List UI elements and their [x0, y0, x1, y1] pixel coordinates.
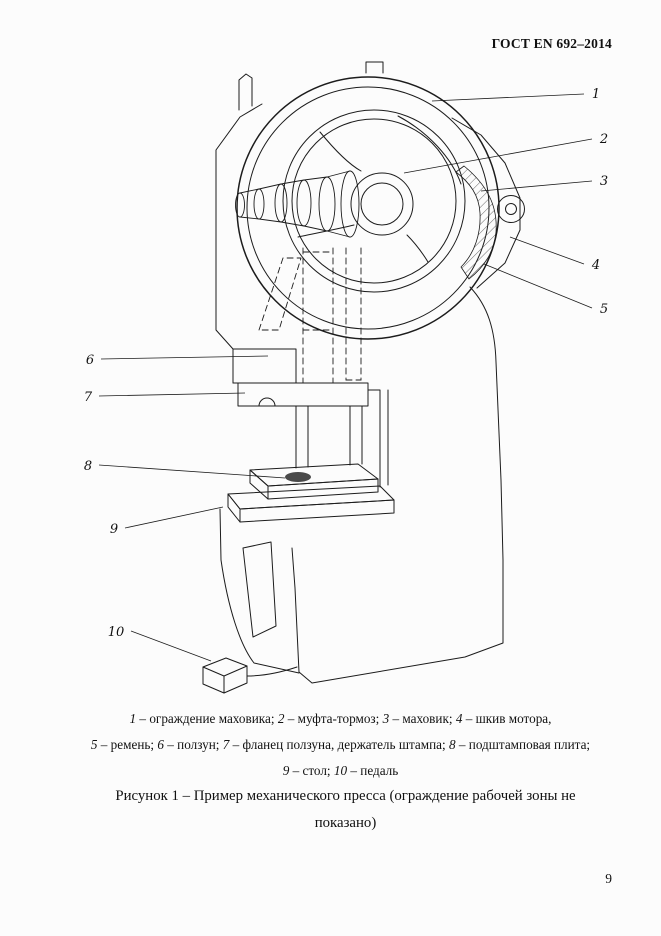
- figure-legend: 1 – ограждение маховика; 2 – муфта-тормо…: [40, 706, 641, 784]
- legend-item-number: 2: [277, 711, 285, 726]
- clutch-hub-outer: [350, 172, 414, 236]
- spoke: [297, 224, 355, 238]
- crankshaft: [235, 170, 360, 238]
- spoke: [397, 115, 462, 185]
- legend-item-number: 10: [333, 763, 348, 778]
- document-header: ГОСТ EN 692–2014: [491, 36, 612, 51]
- callout-5: 5: [600, 302, 608, 317]
- legend-item-number: 7: [222, 737, 230, 752]
- spoke: [406, 234, 429, 263]
- frame-head-outline: [215, 103, 263, 384]
- legend-item-text: – ремень;: [97, 737, 158, 752]
- callout-4: 4: [591, 258, 600, 273]
- frame-top-post: [238, 73, 253, 111]
- legend-item-text: – шкив мотора,: [462, 711, 552, 726]
- pedal-cable: [246, 666, 298, 677]
- belt-hatched: [455, 165, 497, 280]
- legend-line: 5 – ремень; 6 – ползун; 7 – фланец ползу…: [40, 732, 641, 758]
- guide-column-left: [295, 405, 309, 469]
- legend-item-number: 4: [455, 711, 463, 726]
- legend-line: 9 – стол; 10 – педаль: [40, 758, 641, 784]
- callout-numbers: 1 2 3 4 5 6 7 8 9 10: [84, 87, 608, 640]
- frame-front-edge: [367, 389, 389, 488]
- legend-item-number: 8: [448, 737, 456, 752]
- bolster-hole: [285, 472, 311, 482]
- callout-10: 10: [108, 625, 125, 640]
- legend-item-text: – ползун;: [163, 737, 223, 752]
- callout-8: 8: [84, 459, 92, 474]
- flywheel-assembly: [236, 76, 500, 340]
- table-front: [239, 499, 395, 523]
- slide-assembly: [232, 247, 362, 384]
- flywheel-guard-outer: [236, 76, 500, 340]
- motor-pulley-inner: [505, 203, 517, 215]
- bolster-side: [249, 469, 269, 500]
- callout-6: 6: [86, 353, 94, 368]
- pedal: [202, 657, 298, 694]
- legend-item-number: 9: [282, 763, 290, 778]
- front-leg-outline: [219, 508, 300, 674]
- flywheel-inner: [291, 118, 457, 284]
- callout-1: 1: [592, 87, 600, 102]
- legend-item-text: – педаль: [347, 763, 399, 778]
- slide-bracket: [232, 348, 297, 384]
- spoke: [319, 131, 362, 172]
- flange-notch: [258, 397, 276, 407]
- legend-item-text: – маховик;: [389, 711, 456, 726]
- legend-item-text: – подштамповая плита;: [455, 737, 591, 752]
- press-drawing: [202, 61, 525, 694]
- slide-hidden-lines: [258, 247, 362, 384]
- legend-line: 1 – ограждение маховика; 2 – муфта-тормо…: [40, 706, 641, 732]
- figure-caption: Рисунок 1 – Пример механического пресса …: [115, 788, 576, 831]
- motor-pulley-outer: [497, 195, 525, 223]
- legend-item-number: 3: [382, 711, 390, 726]
- motor-drive: [451, 117, 525, 289]
- legend-item-text: – стол;: [289, 763, 334, 778]
- flywheel-outer: [282, 109, 466, 293]
- table-top: [227, 485, 395, 510]
- legend-item-number: 6: [157, 737, 164, 752]
- table-assembly: [227, 463, 395, 523]
- frame-right-outline: [291, 286, 504, 684]
- legend-item-text: – муфта-тормоз;: [284, 711, 383, 726]
- callout-7: 7: [84, 390, 93, 405]
- legend-item-number: 5: [90, 737, 98, 752]
- table-side: [227, 493, 241, 523]
- legend-item-text: – ограждение маховика;: [136, 711, 278, 726]
- guide-column-right: [349, 405, 363, 466]
- leg-window: [242, 541, 277, 638]
- callout-2: 2: [599, 132, 608, 147]
- callout-9: 9: [110, 522, 118, 537]
- slide-flange: [237, 382, 369, 469]
- motor-bracket: [451, 117, 521, 289]
- callout-3: 3: [600, 174, 608, 189]
- legend-item-number: 1: [129, 711, 137, 726]
- clutch-hub-inner: [360, 182, 404, 226]
- leader-lines: [98, 93, 593, 662]
- guard-top-tab: [365, 61, 384, 74]
- page-number: 9: [605, 871, 612, 886]
- legend-item-text: – фланец ползуна, держатель штампа;: [229, 737, 449, 752]
